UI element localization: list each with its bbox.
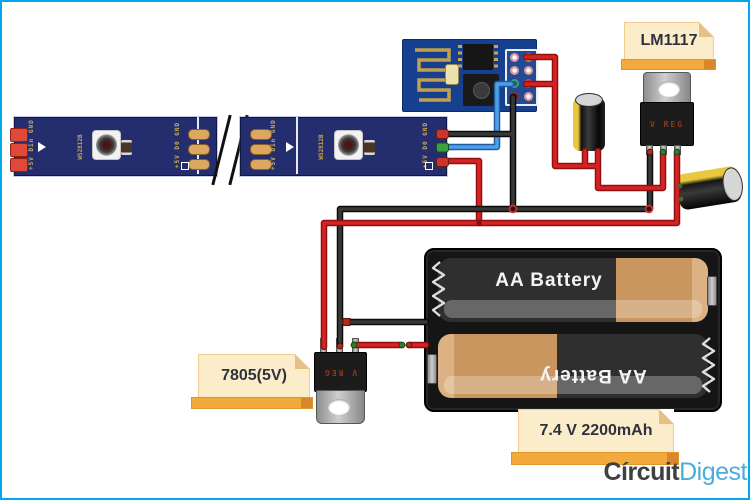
- aa-battery-bottom: AA Battery: [438, 334, 708, 398]
- ws2812b-led: [334, 130, 363, 160]
- lm1117-regulator-body: V REG: [640, 102, 694, 146]
- lm1117-pin-gnd: [646, 145, 653, 155]
- lm1117-pin-out: [660, 145, 667, 155]
- strip-copper-pad: [188, 144, 210, 155]
- electrolytic-capacitor-1: [573, 93, 605, 151]
- battery-highlight: [444, 376, 702, 394]
- flash-chip: [463, 44, 493, 70]
- note-lm1117-bar: [621, 59, 716, 70]
- electrolytic-capacitor-2: [675, 165, 743, 211]
- note-7805-bar: [191, 397, 313, 409]
- strip-cell-divider: [296, 117, 298, 174]
- esp-pin: [523, 91, 533, 101]
- data-direction-arrow: [286, 142, 294, 152]
- wire-5v-strip-red: [444, 157, 483, 227]
- note-battery: 7.4 V 2200mAh: [518, 409, 674, 453]
- esp-pin-chpd: [523, 78, 533, 88]
- esp-header-pins: [505, 49, 538, 106]
- battery-highlight: [444, 300, 702, 318]
- strip-chip-label: WS2812B: [77, 134, 84, 160]
- ws2812b-led: [92, 130, 121, 160]
- note-lm1117: LM1117: [624, 22, 714, 60]
- esp-pin-vcc: [523, 52, 533, 62]
- strip-resistor: [364, 140, 375, 155]
- aa-battery-top: AA Battery: [438, 258, 708, 322]
- note-7805: 7805(5V): [198, 354, 310, 398]
- strip-pin1-marker: [181, 162, 189, 170]
- esp01-wifi-module: [402, 39, 538, 112]
- 7805-regulator-body: V REG: [314, 352, 367, 392]
- lm1117-pin-in: [674, 145, 681, 155]
- esp-pin-gnd: [509, 91, 519, 101]
- strip-pin-labels-in: +5V Din GND: [28, 119, 35, 170]
- note-battery-bar: [511, 452, 679, 465]
- strip-solder-pad: [10, 128, 28, 142]
- strip-solder-pad: [10, 158, 28, 172]
- esp-pin: [509, 65, 519, 75]
- note-7805-text: 7805(5V): [221, 367, 287, 384]
- strip-resistor: [121, 140, 132, 155]
- battery-top-label: AA Battery: [495, 270, 603, 291]
- data-direction-arrow: [38, 142, 46, 152]
- 7805-tab-hole: [328, 399, 350, 415]
- strip-copper-pad: [188, 129, 210, 140]
- strip-solder-pad: [10, 143, 28, 157]
- logo-circuit: Círcuit: [603, 458, 680, 486]
- strip-pin-labels-in: +5V Din GND: [270, 119, 277, 170]
- strip-copper-pad: [250, 159, 272, 170]
- lm1117-marking: V REG: [649, 119, 685, 129]
- battery-spring: [701, 337, 716, 393]
- esp-pin-gpio: [509, 78, 519, 88]
- chip-pins: [494, 45, 498, 69]
- note-battery-text: 7.4 V 2200mAh: [539, 422, 653, 439]
- logo-digest: Digest: [679, 458, 747, 486]
- 7805-marking: V REG: [323, 367, 358, 377]
- crystal-oscillator: [445, 64, 459, 85]
- lm1117-tab-hole: [658, 81, 680, 97]
- circuitdigest-logo: CírcuitDigest: [557, 458, 747, 487]
- strip-copper-pad: [188, 159, 210, 170]
- strip-copper-pad: [250, 144, 272, 155]
- esp-pin: [509, 52, 519, 62]
- battery-terminal: [427, 354, 437, 384]
- strip-pin1-marker: [425, 162, 433, 170]
- strip-copper-pad: [250, 129, 272, 140]
- battery-holder: AA Battery AA Battery: [424, 248, 722, 412]
- strip-chip-label: WS2812B: [318, 134, 325, 160]
- esp8266-chip: [463, 74, 499, 106]
- battery-terminal: [707, 276, 717, 306]
- esp-pin: [523, 65, 533, 75]
- battery-spring: [431, 261, 446, 317]
- note-lm1117-text: LM1117: [640, 32, 698, 49]
